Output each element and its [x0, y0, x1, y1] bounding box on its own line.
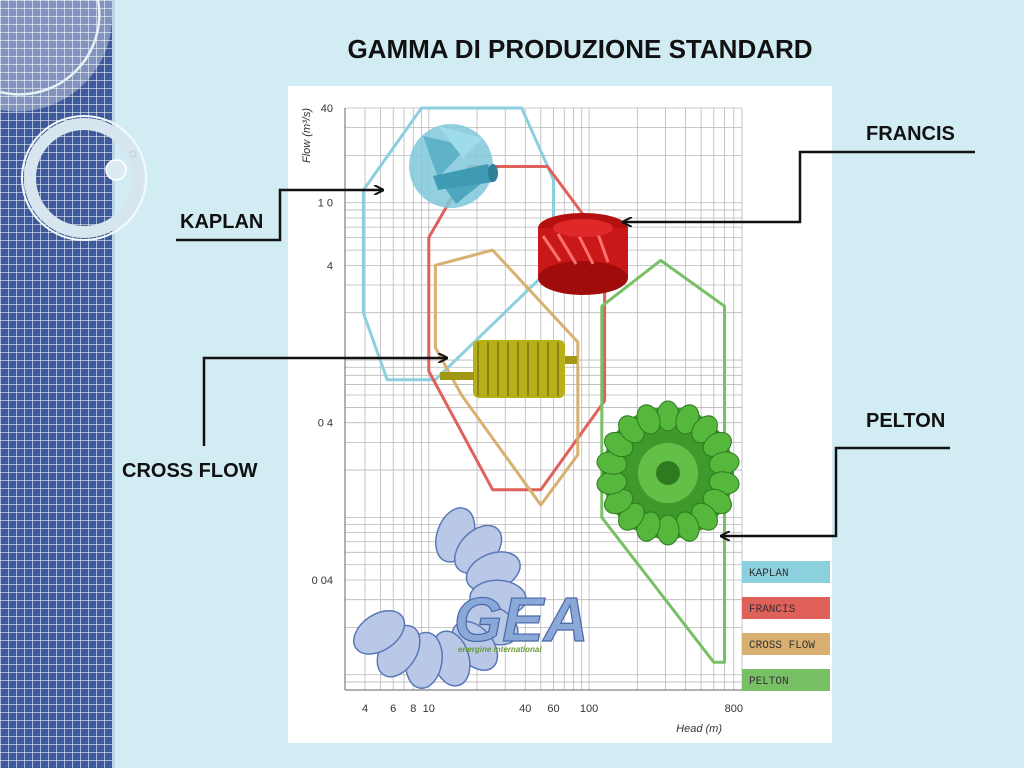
ring-outline — [21, 115, 147, 241]
pelton-bucket — [636, 404, 661, 435]
crossflow-arrow — [202, 358, 446, 446]
x-tick-label: 8 — [410, 703, 416, 715]
pelton-arrow — [722, 446, 950, 536]
logo-subtitle: energine international — [458, 645, 542, 654]
legend-swatch — [742, 597, 830, 619]
y-tick-label: 40 — [321, 103, 333, 115]
sidebar-edge — [112, 0, 115, 768]
crossflow-runner-image — [440, 340, 577, 398]
legend-label: KAPLAN — [749, 568, 789, 580]
x-tick-label: 800 — [725, 703, 743, 715]
legend-label: PELTON — [749, 676, 789, 688]
bubble-small — [129, 150, 137, 158]
x-tick-label: 6 — [390, 703, 396, 715]
crossflow-label: CROSS FLOW — [122, 460, 258, 482]
francis-label: FRANCIS — [866, 123, 955, 145]
francis-arrow — [624, 150, 975, 222]
y-tick-label: 1 0 — [318, 198, 333, 210]
pelton-label: PELTON — [866, 410, 946, 432]
x-tick-label: 10 — [423, 703, 435, 715]
corner-arc-line — [0, 0, 101, 96]
legend: KAPLAN FRANCIS CROSS FLOW PELTON — [742, 561, 830, 691]
x-tick-label: 4 — [362, 703, 368, 715]
pelton-runner-image — [596, 400, 740, 546]
x-tick-label: 60 — [547, 703, 559, 715]
axes: 4 6 8 10 40 60 100 800 40 4 1 0 0 4 0 04 Head (m) Flow… — [301, 103, 743, 735]
logo-text: GEA — [454, 586, 588, 655]
production-range-chart: GEA energine international 4 6 8 10 40 60 100 8… — [288, 86, 832, 743]
kaplan-runner-image — [409, 124, 498, 208]
ring-outer — [24, 118, 144, 238]
x-tick-label: 100 — [580, 703, 598, 715]
kaplan-label: KAPLAN — [180, 211, 264, 233]
y-tick-label: 4 — [327, 260, 333, 272]
y-tick-label: 0 4 — [318, 418, 333, 430]
legend-swatch — [742, 669, 830, 691]
slide-title: GAMMA DI PRODUZIONE STANDARD — [347, 34, 813, 64]
legend-swatch — [742, 633, 830, 655]
francis-runner-image — [538, 213, 628, 295]
y-axis-label: Flow (m³/s) — [301, 108, 313, 163]
y-tick-label: 0 04 — [312, 575, 333, 587]
kaplan-arrow — [176, 190, 382, 242]
decorative-circles — [0, 0, 147, 241]
legend-swatch — [742, 561, 830, 583]
bubble-large — [105, 159, 127, 181]
x-tick-label: 40 — [519, 703, 531, 715]
legend-label: CROSS FLOW — [749, 640, 815, 652]
range-pelton — [600, 258, 726, 664]
legend-label: FRANCIS — [749, 604, 796, 616]
chart-svg: GEA energine international 4 6 8 10 40 60 100 8… — [301, 103, 830, 735]
logo-blade — [353, 609, 406, 655]
corner-arc — [0, 0, 113, 112]
gea-logo: GEA energine international — [353, 507, 589, 689]
x-axis-label: Head (m) — [676, 723, 722, 735]
